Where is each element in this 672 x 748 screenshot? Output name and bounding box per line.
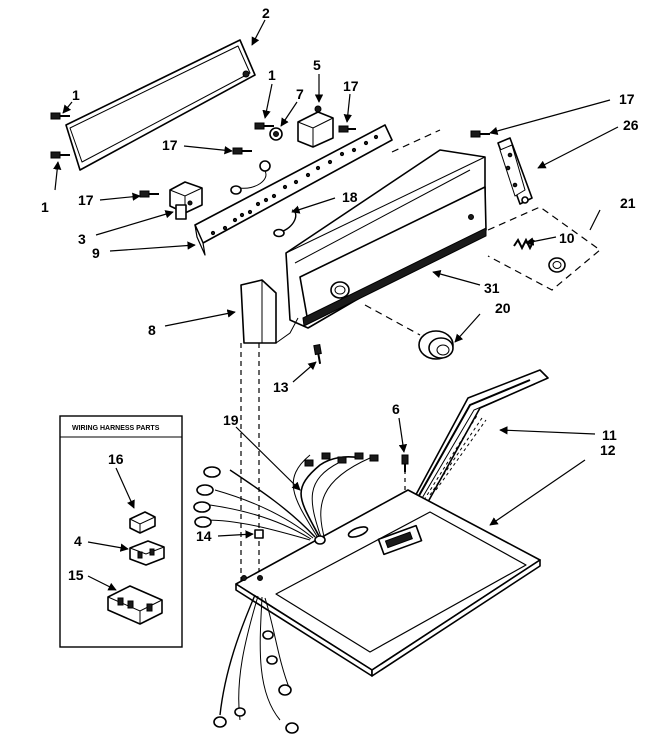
callout-1: 1 xyxy=(268,67,276,83)
callout-5: 5 xyxy=(313,57,321,73)
callout-8: 8 xyxy=(148,322,156,338)
dashed-region xyxy=(487,206,601,291)
connector-4 xyxy=(129,540,165,566)
callout-13: 13 xyxy=(273,379,289,395)
callout-17: 17 xyxy=(343,78,359,94)
rear-panel-plate xyxy=(65,39,256,171)
callout-6: 6 xyxy=(392,401,400,417)
inset-title: WIRING HARNESS PARTS xyxy=(72,425,160,432)
nut xyxy=(269,127,283,141)
screw-group xyxy=(50,112,490,472)
callout-1: 1 xyxy=(41,199,49,215)
timer-knob xyxy=(418,330,454,360)
wire-harness-upper xyxy=(193,452,379,545)
indicator-lamp xyxy=(230,160,271,195)
callout-16: 16 xyxy=(108,451,124,467)
callout-1: 1 xyxy=(72,87,80,103)
callout-26: 26 xyxy=(623,117,639,133)
start-switch xyxy=(169,181,203,220)
callout-2: 2 xyxy=(262,5,270,21)
wiring-harness-inset: WIRING HARNESS PARTS xyxy=(59,415,183,648)
callout-14: 14 xyxy=(196,528,212,544)
connector-16 xyxy=(129,511,156,534)
callout-20: 20 xyxy=(495,300,511,316)
top-panel xyxy=(235,489,541,677)
callout-9: 9 xyxy=(92,245,100,261)
callout-18: 18 xyxy=(342,189,358,205)
console-housing xyxy=(285,129,487,336)
leader-lines xyxy=(53,19,619,591)
timer-switch xyxy=(297,105,334,148)
callout-11: 11 xyxy=(602,427,617,443)
callout-7: 7 xyxy=(296,86,304,102)
control-panel-strip xyxy=(194,124,393,256)
right-bracket xyxy=(497,137,533,205)
callout-3: 3 xyxy=(78,231,86,247)
callout-17: 17 xyxy=(619,91,635,107)
lamp-wire xyxy=(273,209,297,238)
callout-31: 31 xyxy=(484,280,500,296)
small-knob xyxy=(548,257,566,273)
connector-15 xyxy=(107,585,163,625)
grommet xyxy=(254,529,264,539)
callout-19: 19 xyxy=(223,412,239,428)
end-cap xyxy=(240,279,299,344)
wire-harness-lower xyxy=(213,594,299,734)
spring xyxy=(513,237,535,251)
callout-17: 17 xyxy=(78,192,94,208)
callout-17: 17 xyxy=(162,137,178,153)
callout-12: 12 xyxy=(600,442,616,458)
wiring-harness xyxy=(404,369,549,521)
callout-15: 15 xyxy=(68,567,84,583)
callout-10: 10 xyxy=(559,230,575,246)
callout-4: 4 xyxy=(74,533,82,549)
callout-numbers: 2 1 1 1 5 7 17 17 17 17 26 18 3 9 21 10 … xyxy=(41,5,639,583)
callout-21: 21 xyxy=(620,195,636,211)
